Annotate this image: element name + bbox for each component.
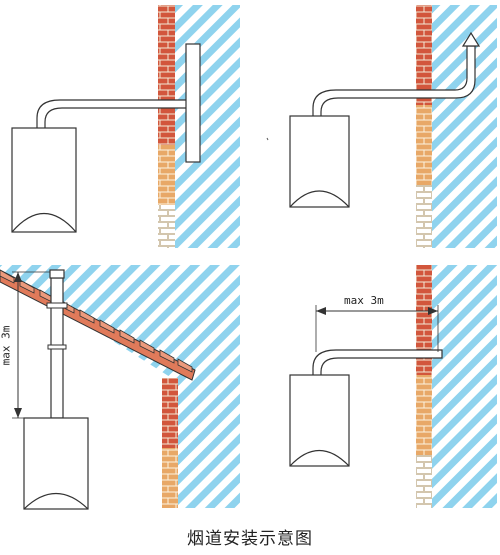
boiler-unit <box>23 417 89 510</box>
roof-tiles <box>0 269 193 373</box>
panel-horizontal-flue-plate <box>11 5 240 248</box>
horizontal-dimension-label: max 3m <box>344 294 384 307</box>
striped-wall-area <box>175 5 240 248</box>
brick-wall-faded <box>416 455 432 508</box>
flue-terminal-arrow-icon <box>461 31 481 47</box>
dimension-arrow-bottom-icon <box>14 408 22 418</box>
brick-wall-faded <box>416 185 432 248</box>
brick-wall-upper <box>416 265 432 375</box>
flue-collar-top <box>46 302 68 309</box>
striped-wall-area <box>0 265 240 508</box>
striped-wall-area <box>432 5 497 248</box>
boiler-bottom-arc <box>289 450 350 467</box>
wall-terminal-plate <box>185 43 201 163</box>
stray-mark <box>266 137 269 141</box>
dimension-arrow-top-icon <box>14 272 22 282</box>
panel-horizontal-flue-upturn <box>289 5 497 248</box>
boiler-bottom-arc <box>11 212 77 233</box>
boiler-unit <box>289 115 350 208</box>
boiler-bottom-arc <box>23 493 89 510</box>
flue-collar-mid <box>47 344 67 350</box>
vertical-dimension-label: max 3m <box>0 325 13 366</box>
brick-wall-upper <box>162 378 178 448</box>
flue-pipe <box>312 349 443 375</box>
brick-wall-upper <box>158 5 175 145</box>
boiler-unit <box>11 127 77 233</box>
boiler-unit <box>289 374 350 467</box>
brick-wall-upper <box>416 5 432 105</box>
brick-wall-lower <box>416 375 432 455</box>
dimension-arrow-right-icon <box>428 307 438 315</box>
striped-wall-area <box>432 265 497 508</box>
diagram-caption: 烟道安装示意图 <box>187 529 313 549</box>
brick-wall-lower <box>416 105 432 185</box>
brick-wall-lower <box>162 448 178 508</box>
dimension-arrow-left-icon <box>316 307 326 315</box>
brick-wall-faded <box>158 205 175 248</box>
flue-cap <box>49 269 65 279</box>
panel-horizontal-flue-extended <box>289 265 497 508</box>
panel-vertical-roof-flue <box>0 265 240 510</box>
boiler-bottom-arc <box>289 190 350 208</box>
